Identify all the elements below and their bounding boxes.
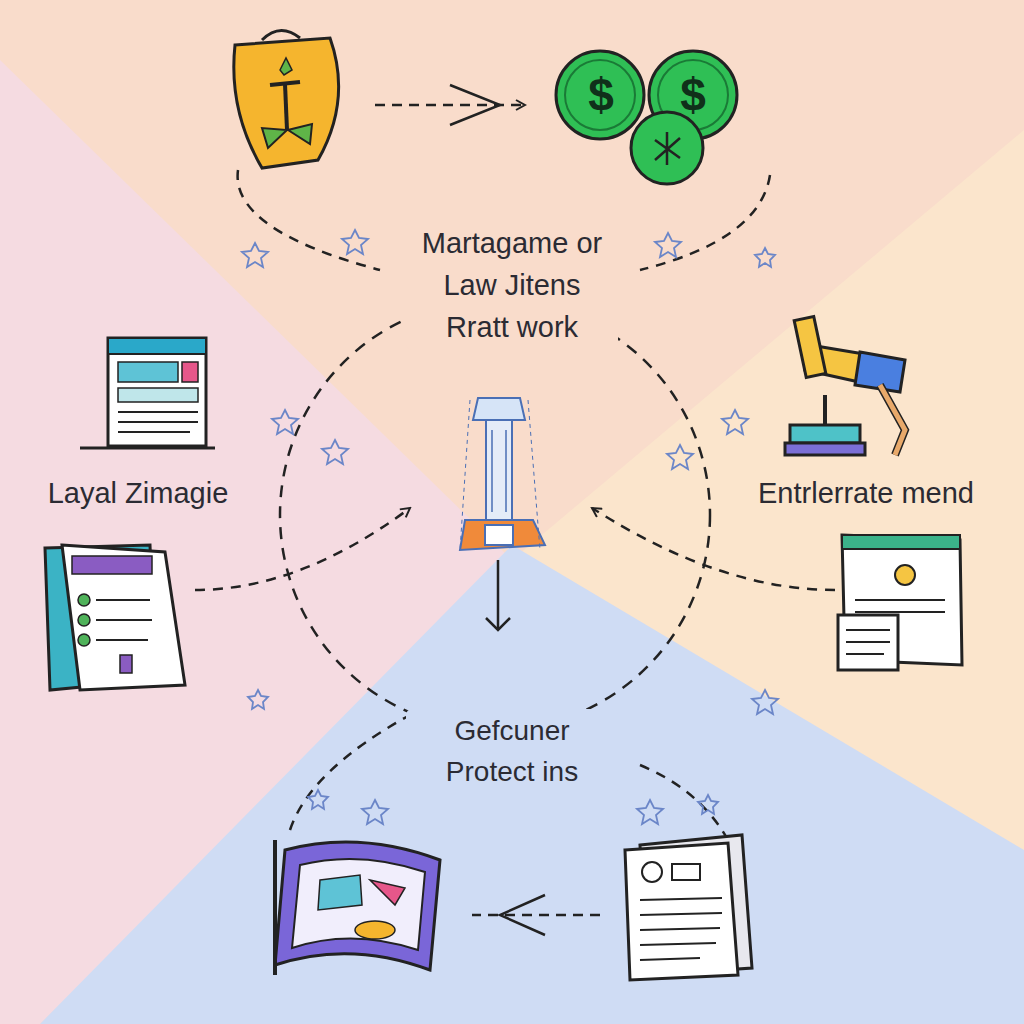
dashed-arrow (472, 914, 600, 917)
shield-icon (234, 30, 339, 168)
coin-symbol: $ (582, 70, 620, 120)
coins-icon (556, 51, 737, 184)
dashed-ring (280, 300, 710, 730)
arrow-head (486, 618, 510, 630)
dashed-curve (238, 170, 380, 270)
side-label: Layal Zimagie (42, 470, 235, 516)
ground-blue (40, 545, 1024, 1024)
arrow-head (500, 895, 545, 935)
bottom-label: Gefcuner Protect ins (406, 709, 618, 794)
arrow-head (450, 85, 500, 125)
dashed-curve (640, 175, 770, 270)
document-icon (45, 545, 185, 690)
down-stroke (497, 560, 500, 630)
flag-icon (275, 840, 440, 975)
dashed-arrow (592, 508, 835, 590)
resume-icon (625, 835, 752, 980)
center-heading: Martagame or Law Jitens Rratt work (406, 220, 618, 350)
side-label: Entrlerrate mend (752, 470, 980, 516)
dashed-curve (640, 765, 728, 840)
dashed-curve (290, 715, 410, 830)
telescope-icon (785, 317, 905, 455)
tower-icon (460, 398, 545, 550)
dashed-arrow (195, 508, 410, 590)
coin-symbol: $ (674, 70, 712, 120)
web-page-icon (80, 338, 215, 448)
certificate-icon (838, 535, 962, 670)
